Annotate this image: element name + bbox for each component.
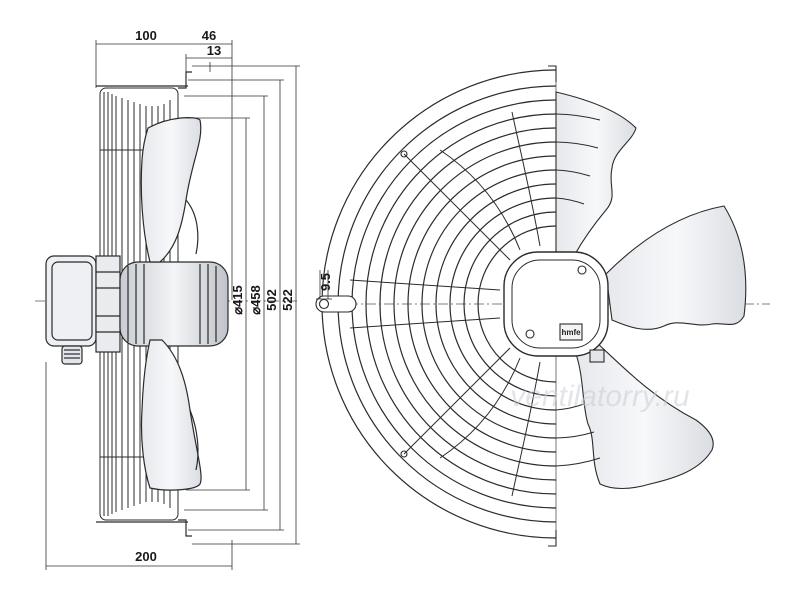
blade-top-front xyxy=(555,91,637,257)
top-bracket xyxy=(178,71,192,89)
dim-415: ⌀415 xyxy=(230,285,245,315)
bottom-bracket xyxy=(178,519,192,537)
terminal-box-side xyxy=(45,255,97,365)
svg-text:hmfe: hmfe xyxy=(561,328,581,337)
dim-100: 100 xyxy=(135,28,157,43)
dim-46: 46 xyxy=(202,28,216,43)
watermark: ventilatorry.ru xyxy=(510,380,690,413)
dim-522: 522 xyxy=(280,289,295,311)
mounting-tabs xyxy=(315,65,557,547)
dim-13: 13 xyxy=(207,43,221,58)
front-view: hmfe xyxy=(315,65,770,547)
dim-9-5: 9.5 xyxy=(318,273,333,291)
front-blades xyxy=(555,91,747,490)
blade-bottom-front xyxy=(575,341,714,490)
blade-right-front xyxy=(605,205,747,330)
side-dimensions xyxy=(45,40,300,570)
blade-lower-side xyxy=(140,339,202,491)
guard-spokes xyxy=(349,111,541,497)
side-view xyxy=(35,71,300,537)
dim-502: 502 xyxy=(264,289,279,311)
blade-upper-side xyxy=(140,117,202,263)
motor-rotor-side xyxy=(119,261,229,347)
guard-rings-right xyxy=(555,113,601,467)
motor-hub-front: hmfe xyxy=(503,251,609,363)
motor-plate xyxy=(95,255,121,353)
dim-200: 200 xyxy=(135,549,157,564)
hole-dimension xyxy=(316,270,332,300)
dim-458: ⌀458 xyxy=(248,285,263,315)
